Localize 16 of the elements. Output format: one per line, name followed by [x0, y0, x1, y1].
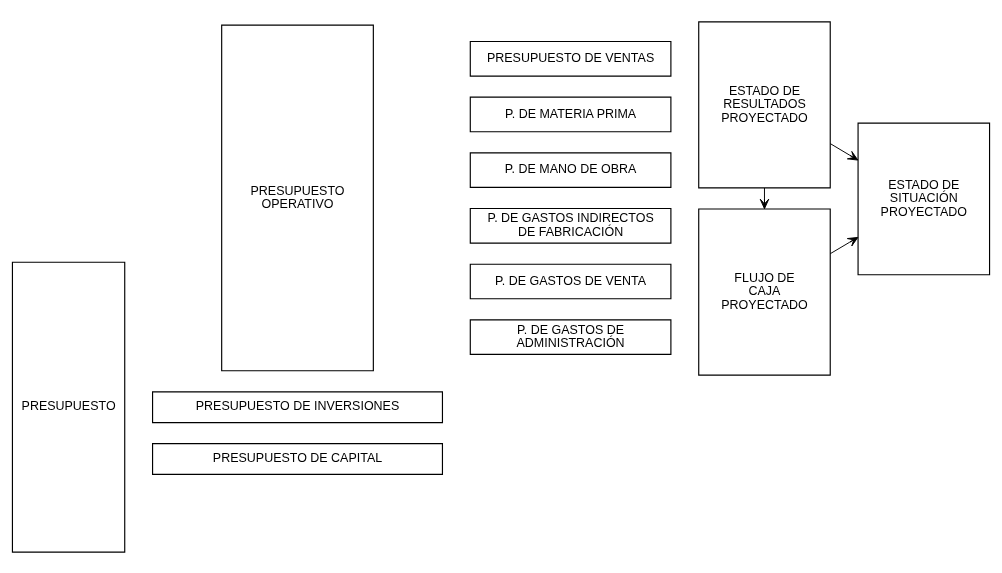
node-box: PRESUPUESTO DE INVERSIONES: [152, 390, 444, 423]
node-box: P. DE MANO DE OBRA: [469, 151, 672, 188]
node-box: P. DE GASTOS INDIRECTOS DE FABRICACIÓN: [469, 207, 672, 244]
node-box: ESTADO DE SITUACIÓN PROYECTADO: [857, 122, 991, 275]
node-box: P. DE GASTOS DE VENTA: [469, 263, 672, 299]
node-box: PRESUPUESTO DE VENTAS: [469, 40, 672, 77]
node-box: ESTADO DE RESULTADOS PROYECTADO: [698, 20, 831, 188]
node-box: PRESUPUESTO: [11, 261, 126, 553]
node-box: P. DE GASTOS DE ADMINISTRACIÓN: [469, 318, 672, 355]
node-box: FLUJO DE CAJA PROYECTADO: [698, 207, 831, 376]
arrow: [829, 142, 859, 161]
node-box: PRESUPUESTO OPERATIVO: [221, 24, 374, 371]
node-box: P. DE MATERIA PRIMA: [469, 96, 672, 132]
arrow: [829, 236, 859, 254]
node-box: PRESUPUESTO DE CAPITAL: [152, 442, 444, 475]
arrow: [759, 187, 770, 209]
